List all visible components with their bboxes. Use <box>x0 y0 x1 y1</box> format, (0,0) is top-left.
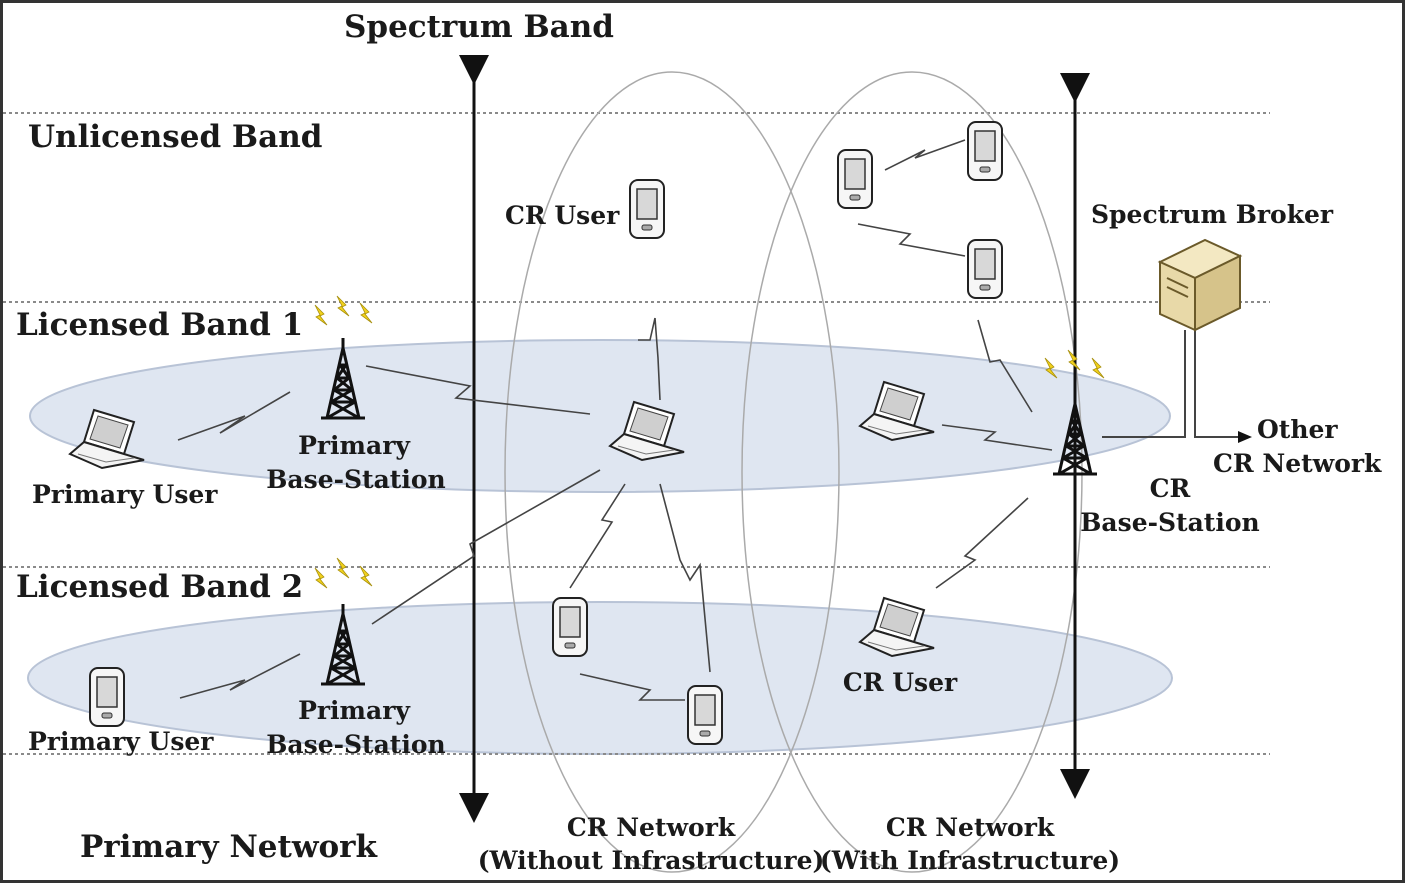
cr-pda-top-left-icon <box>837 149 873 209</box>
primary-bs-2-label-line2: Base-Station <box>266 730 446 759</box>
licensed-band-1-label: Licensed Band 1 <box>16 307 304 343</box>
cr-user-pda-icon <box>629 179 665 239</box>
cr-base-station-label-line2: Base-Station <box>1080 508 1260 537</box>
cr-pda-lower-right-icon <box>687 685 723 745</box>
spectrum-band-label: Spectrum Band <box>344 9 614 45</box>
wireless-links <box>177 139 1053 701</box>
spectrum-broker-server-icon <box>1157 238 1243 332</box>
cr-pda-mid-icon <box>967 239 1003 299</box>
primary-user-1-label: Primary User <box>32 480 218 509</box>
band-separators <box>3 112 1270 755</box>
cr-network-no-infra-title-line2: (Without Infrastructure) <box>477 846 825 875</box>
cr-user-label: CR User <box>505 201 620 230</box>
spectrum-broker-label: Spectrum Broker <box>1091 200 1334 229</box>
cr-network-infra-title-line1: CR Network <box>885 813 1055 842</box>
primary-user-2-label: Primary User <box>28 727 214 756</box>
cr-user-infra-label: CR User <box>842 668 958 697</box>
primary-user-2-pda-icon <box>89 667 125 727</box>
primary-network-label: Primary Network <box>80 829 377 865</box>
wired-links <box>1102 330 1240 438</box>
primary-bs-1-label-line1: Primary <box>298 431 410 460</box>
cr-pda-top-right-icon <box>967 121 1003 181</box>
other-cr-network-label-line1: Other <box>1257 415 1338 444</box>
cr-network-no-infra-title-line1: CR Network <box>566 813 736 842</box>
unlicensed-band-label: Unlicensed Band <box>28 119 323 155</box>
cr-network-infra-title-line2: (With Infrastructure) <box>819 846 1121 875</box>
cr-pda-lower-left-icon <box>552 597 588 657</box>
licensed-band-1-ellipse <box>29 339 1171 493</box>
other-network-arrowhead <box>1238 431 1252 443</box>
cr-network-no-infra-ellipse <box>504 71 840 873</box>
other-cr-network-label-line2: CR Network <box>1213 449 1382 478</box>
primary-bs-2-label-line1: Primary <box>298 696 410 725</box>
licensed-band-2-label: Licensed Band 2 <box>16 569 304 605</box>
primary-bs-1-label-line2: Base-Station <box>266 465 446 494</box>
cr-base-station-label-line1: CR <box>1149 474 1191 503</box>
